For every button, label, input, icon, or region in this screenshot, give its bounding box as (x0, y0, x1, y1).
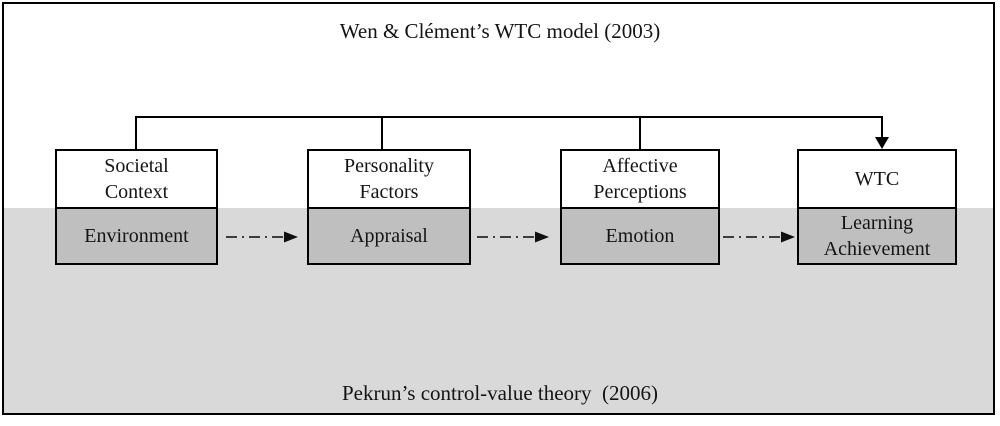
box-wtc: WTC Learning Achievement (797, 149, 957, 265)
down-arrowhead-icon (875, 137, 889, 149)
wen-clement-model-title: Wen & Clément’s WTC model (2003) (339, 19, 661, 43)
right-arrowhead-icon (781, 231, 795, 243)
dashdot-arrow-environment-to-appraisal (226, 231, 298, 243)
bracket-stub-societal-context (135, 116, 137, 150)
dashdot-arrow-appraisal-to-emotion (477, 231, 549, 243)
bracket-horizontal-line (135, 116, 883, 118)
box-wtc-top-label: WTC (854, 168, 900, 190)
box-affective-perceptions: Affective Perceptions Emotion (560, 149, 720, 265)
box-appraisal-label: Appraisal (309, 207, 469, 263)
bracket-stub-personality-factors (381, 116, 383, 150)
dashdot-arrow-emotion-to-learning-achievement (723, 231, 795, 243)
box-emotion-label: Emotion (562, 207, 718, 263)
box-environment-label: Environment (57, 207, 216, 263)
right-arrowhead-icon (535, 231, 549, 243)
bracket-arrow-line-wtc (881, 116, 883, 139)
box-personality-factors-top-label: Personality Factors (344, 155, 434, 203)
box-societal-context-top-label: Societal Context (104, 155, 169, 203)
box-learning-achievement-label: Learning Achievement (799, 207, 955, 263)
right-arrowhead-icon (284, 231, 298, 243)
bracket-stub-affective-perceptions (639, 116, 641, 150)
box-personality-factors: Personality Factors Appraisal (307, 149, 471, 265)
pekrun-theory-title: Pekrun’s control-value theory (2006) (341, 381, 659, 405)
box-affective-perceptions-top-label: Affective Perceptions (593, 155, 687, 203)
box-societal-context: Societal Context Environment (55, 149, 218, 265)
